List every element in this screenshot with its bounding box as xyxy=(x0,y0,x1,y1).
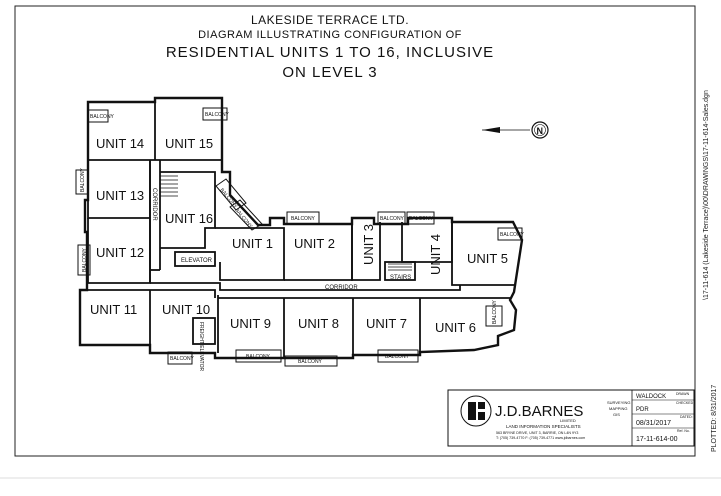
balcony-label-u10: BALCONY xyxy=(170,356,195,362)
company-name: J.D.BARNES xyxy=(495,403,583,420)
unit-3-label: UNIT 3 xyxy=(361,224,376,265)
balcony-label-u15: BALCONY xyxy=(205,112,230,118)
dated-label: DATED: xyxy=(680,415,693,419)
stair-treads xyxy=(160,175,412,271)
unit-1-label: UNIT 1 xyxy=(232,236,273,251)
balcony-labels: BALCONY BALCONY BALCONY BALCONY BALCONY … xyxy=(80,112,525,365)
level-title: ON LEVEL 3 xyxy=(282,64,378,81)
balcony-u8 xyxy=(284,355,338,367)
ref-value: 17-11-614-00 xyxy=(636,436,678,443)
balcony-u3 xyxy=(377,211,406,225)
unit-6-label: UNIT 6 xyxy=(435,320,476,335)
balcony-label-u14: BALCONY xyxy=(90,114,115,120)
jd-barnes-logo xyxy=(460,395,492,427)
unit-9-label: UNIT 9 xyxy=(230,316,271,331)
ref-label: Ref. No. xyxy=(677,429,690,433)
balcony-u7 xyxy=(377,349,419,363)
balcony-u4 xyxy=(406,211,435,225)
balcony-u16-a xyxy=(215,178,247,211)
building-outline xyxy=(78,96,524,360)
drawn-label: DRAWN xyxy=(676,392,690,396)
units-title: RESIDENTIAL UNITS 1 TO 16, INCLUSIVE xyxy=(165,44,495,61)
balcony-label-u7: BALCONY xyxy=(385,354,410,360)
unit-15-label: UNIT 15 xyxy=(165,136,213,151)
balcony-u6 xyxy=(485,305,503,327)
balcony-u16-b xyxy=(229,199,263,231)
corridor-label-horizontal: CORRIDOR xyxy=(325,285,358,291)
balcony-u15 xyxy=(202,107,228,121)
company-limited: LIMITED xyxy=(560,418,576,423)
checked-label: CHECKED xyxy=(676,401,694,405)
checked-value: PDR xyxy=(636,407,649,413)
tagline: LAND INFORMATION SPECIALISTS xyxy=(506,424,581,429)
balcony-u2 xyxy=(286,211,320,225)
sheet-border xyxy=(14,5,696,457)
unit-7-label: UNIT 7 xyxy=(366,316,407,331)
unit-5-label: UNIT 5 xyxy=(467,251,508,266)
balcony-label-u2: BALCONY xyxy=(291,216,316,222)
balconies xyxy=(75,107,523,367)
north-arrow-letter: N xyxy=(537,126,544,136)
balcony-label-u3: BALCONY xyxy=(380,216,405,222)
balcony-label-u6: BALCONY xyxy=(492,299,498,324)
balcony-label-u4: BALCONY xyxy=(409,216,434,222)
contact: T: (705) 739-4770 F: (705) 739-4771 www.… xyxy=(496,436,585,440)
address: 563 BRYNE DRIVE, UNIT 3, BARRIE, ON L4N … xyxy=(496,431,578,435)
unit-11-label: UNIT 11 xyxy=(90,302,137,317)
balcony-u9 xyxy=(235,349,282,363)
developer-title: LAKESIDE TERRACE LTD. xyxy=(250,13,410,27)
balcony-label-u13: BALCONY xyxy=(80,167,86,192)
service-3: GIS xyxy=(613,412,620,417)
unit-16-label: UNIT 16 xyxy=(165,211,213,226)
unit-10-label: UNIT 10 xyxy=(162,302,210,317)
balcony-u13 xyxy=(75,169,89,195)
unit-walls xyxy=(80,102,514,358)
service-1: SURVEYING xyxy=(607,400,631,405)
unit-4-label: UNIT 4 xyxy=(428,234,443,275)
balcony-u14 xyxy=(87,109,109,123)
unit-labels: UNIT 14 UNIT 15 UNIT 13 UNIT 12 UNIT 16 … xyxy=(90,136,508,335)
balcony-label-u8: BALCONY xyxy=(298,359,323,365)
file-path-text: \17-11-614 (Lakeside Terrace)\00\DRAWING… xyxy=(703,90,710,300)
corridor-label-vertical: CORRIDOR xyxy=(151,188,157,221)
plotted-date-text: PLOTTED: 8/31/2017 xyxy=(711,384,718,452)
elevator-label: ELEVATOR xyxy=(181,258,213,264)
unit-14-label: UNIT 14 xyxy=(96,136,144,151)
freight-elevator-label: FREIGHT ELEVATOR xyxy=(198,322,204,371)
unit-8-label: UNIT 8 xyxy=(298,316,339,331)
unit-13-label: UNIT 13 xyxy=(96,188,144,203)
balcony-u10 xyxy=(167,351,193,365)
unit-2-label: UNIT 2 xyxy=(294,236,335,251)
stairs-label: STAIRS xyxy=(390,275,411,281)
balcony-label-u12: BALCONY xyxy=(82,247,88,272)
balcony-label-u5: BALCONY xyxy=(500,232,525,238)
diagram-subtitle: DIAGRAM ILLUSTRATING CONFIGURATION OF xyxy=(198,29,462,41)
balcony-u5 xyxy=(497,227,523,241)
unit-12-label: UNIT 12 xyxy=(96,245,144,260)
plan-labels: CORRIDOR CORRIDOR ELEVATOR STAIRS FREIGH… xyxy=(151,188,411,371)
balcony-u12 xyxy=(77,244,91,276)
dated-value: 08/31/2017 xyxy=(636,420,671,427)
balcony-label-u9: BALCONY xyxy=(246,354,271,360)
drawn-value: WALDOCK xyxy=(636,394,666,400)
service-2: MAPPING xyxy=(609,406,627,411)
north-arrow: N xyxy=(482,121,549,139)
title-block: J.D.BARNES LIMITED SURVEYING MAPPING GIS… xyxy=(447,389,695,447)
